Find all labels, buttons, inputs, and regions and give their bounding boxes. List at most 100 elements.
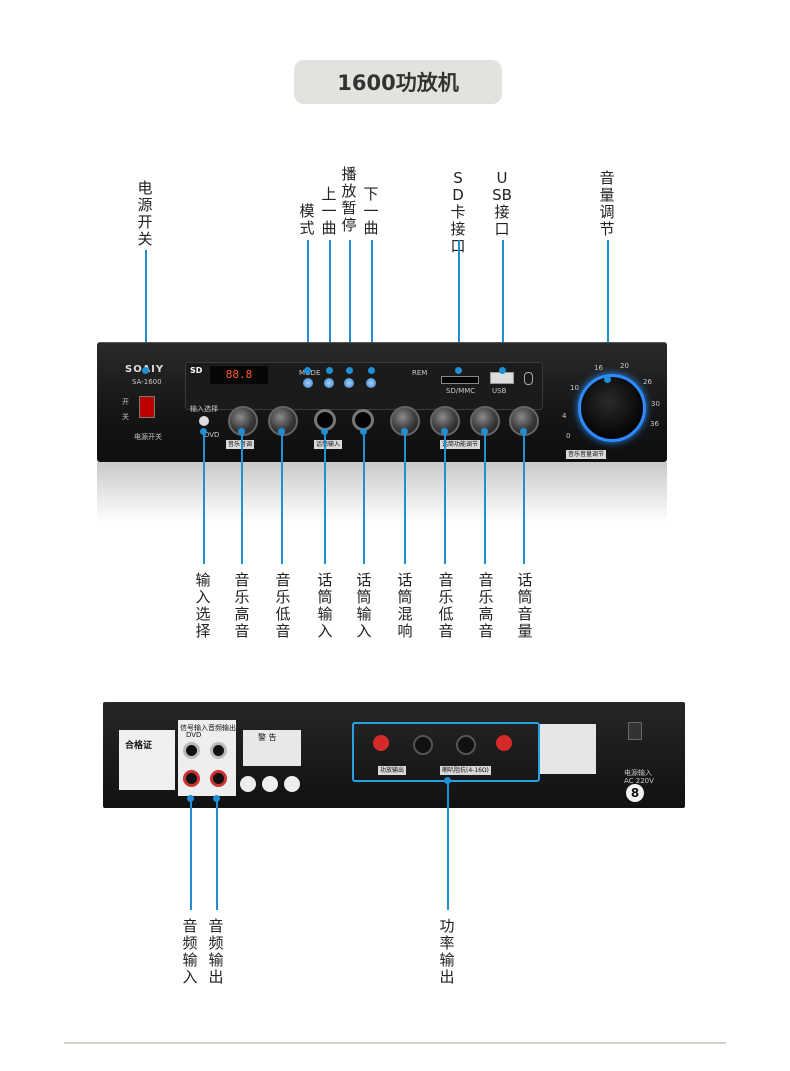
usb-text: USB [492, 387, 507, 395]
label-audio-in: 音频输入 [182, 917, 198, 986]
label-sd-slot: SD卡接口 [450, 169, 466, 255]
dot-input-select [200, 428, 207, 435]
next-button[interactable] [366, 378, 376, 388]
leader-music-bass [281, 432, 283, 564]
leader-mic-volume [523, 432, 525, 564]
rca-in-left[interactable] [183, 742, 200, 759]
dot-mic-volume [520, 428, 527, 435]
cert-badge-2 [262, 776, 278, 792]
leader-mic-reverb [404, 432, 406, 564]
leader-prev [329, 240, 331, 370]
spec-label [540, 724, 596, 774]
scale-10: 10 [570, 384, 579, 392]
power-info-text: 电源输入 [624, 769, 652, 777]
scale-16: 16 [594, 364, 603, 372]
front-reflection [97, 462, 667, 522]
sd-mmc-text: SD/MMC [446, 387, 476, 395]
rear-input-text: 信号输入 [180, 724, 208, 732]
panel-caption-2: 话筒输入 [314, 440, 343, 449]
speaker-post-4[interactable] [496, 735, 512, 751]
label-audio-out: 音频输出 [208, 917, 224, 986]
label-music-treble-2: 音乐高音 [478, 571, 494, 640]
dot-power-switch [142, 367, 149, 374]
speaker-post-3[interactable] [456, 735, 476, 755]
dot-music-bass [278, 428, 285, 435]
model-text: SA-1600 [132, 378, 162, 386]
label-power-switch: 电源开关 [137, 179, 153, 248]
leader-next [371, 240, 373, 370]
dot-music-treble-2 [481, 428, 488, 435]
label-play-pause: 播放暂停 [341, 165, 357, 234]
rca-in-right[interactable] [183, 770, 200, 787]
bottom-divider [64, 1042, 726, 1044]
dot-play-pause [346, 367, 353, 374]
label-music-bass-2: 音乐低音 [438, 571, 454, 640]
rca-out-left[interactable] [210, 742, 227, 759]
leader-power-out [447, 780, 449, 910]
panel-caption-3: 话筒功能调节 [440, 440, 481, 449]
dot-music-treble [238, 428, 245, 435]
dot-audio-in [187, 795, 194, 802]
input-select-text: 输入选择 [190, 405, 218, 413]
dot-music-bass-2 [441, 428, 448, 435]
scale-36: 36 [650, 420, 659, 428]
speaker-post-1[interactable] [373, 735, 389, 751]
label-mode: 模式 [299, 202, 315, 237]
dot-volume [604, 376, 611, 383]
scale-4: 4 [562, 412, 567, 420]
dot-audio-out [213, 795, 220, 802]
scale-30: 30 [651, 400, 660, 408]
scale-20: 20 [620, 362, 629, 370]
scale-0: 0 [566, 432, 571, 440]
leader-play-pause [349, 240, 351, 370]
speaker-post-2[interactable] [413, 735, 433, 755]
prev-button[interactable] [324, 378, 334, 388]
leader-audio-out [216, 800, 218, 910]
dot-usb [499, 367, 506, 374]
leader-usb-port [502, 240, 504, 370]
dot-mic-input-1 [321, 428, 328, 435]
mode-button[interactable] [303, 378, 313, 388]
speaker-range-text: 喇叭阻抗(4-16Ω) [440, 766, 491, 775]
label-usb-port: USB接口 [492, 169, 512, 238]
power-cord-badge: 8 [626, 784, 644, 802]
label-next: 下一曲 [363, 185, 379, 237]
volume-knob[interactable] [578, 374, 646, 442]
rear-dvd-text: DVD [186, 731, 202, 739]
leader-mic-input-2 [363, 432, 365, 564]
leader-music-treble-2 [484, 432, 486, 564]
label-volume-adjust: 音量调节 [599, 169, 615, 238]
dot-prev [326, 367, 333, 374]
led-display: 88.8 [210, 366, 268, 384]
leader-music-treble [241, 432, 243, 564]
cert-badge-1 [240, 776, 256, 792]
rca-out-right[interactable] [210, 770, 227, 787]
power-switch[interactable] [139, 396, 155, 418]
dot-sd [455, 367, 462, 374]
sd-logo: SD [190, 366, 203, 375]
sd-slot[interactable] [441, 376, 479, 384]
warning-text: 警 告 [258, 733, 277, 742]
rear-output-text: 音频输出 [208, 724, 236, 732]
cert-label [119, 730, 175, 790]
power-on-text: 开 [122, 398, 129, 406]
warning-label [243, 730, 301, 766]
scale-26: 26 [643, 378, 652, 386]
play-pause-button[interactable] [344, 378, 354, 388]
dot-mic-reverb [401, 428, 408, 435]
leader-audio-in [190, 800, 192, 910]
panel-caption-1: 音乐音调 [226, 440, 255, 449]
dot-mic-input-2 [360, 428, 367, 435]
input-select-button[interactable] [199, 416, 209, 426]
dot-next [368, 367, 375, 374]
music-bass-knob[interactable] [268, 406, 298, 436]
leader-sd-slot [458, 240, 460, 370]
music-bass-knob-2[interactable] [430, 406, 460, 436]
cert-text: 合格证 [125, 741, 153, 751]
label-input-select: 输入选择 [195, 571, 211, 640]
panel-caption-4: 音乐音量调节 [566, 450, 607, 459]
leader-mic-input-1 [324, 432, 326, 564]
label-mic-volume: 话筒音量 [517, 571, 533, 640]
dvd-text: DVD [204, 431, 220, 439]
label-mic-input-1: 话筒输入 [317, 571, 333, 640]
